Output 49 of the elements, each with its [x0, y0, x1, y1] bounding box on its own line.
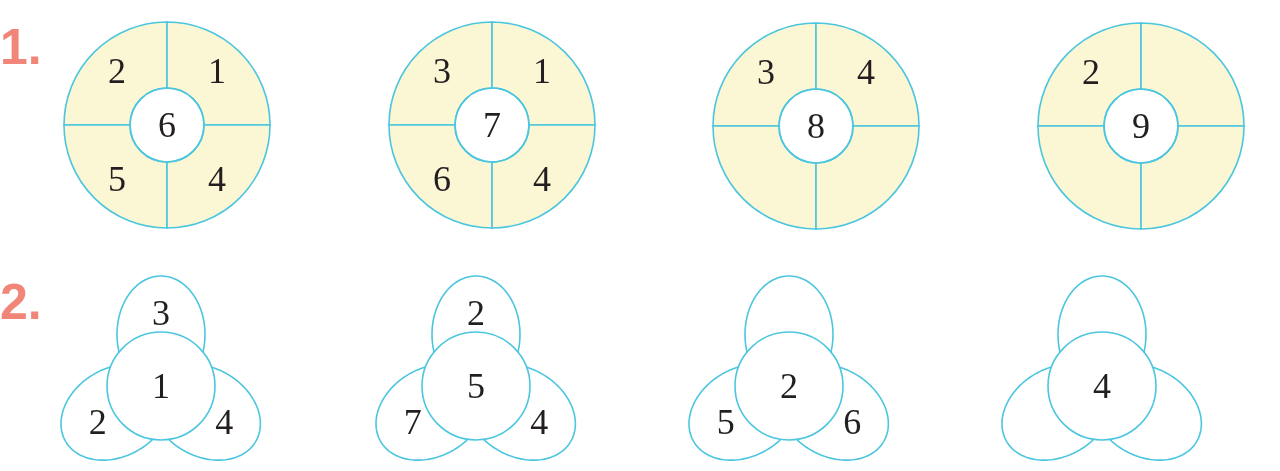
- petal-loop: [61, 366, 153, 460]
- number: 4: [208, 161, 226, 197]
- center-circle: [422, 332, 530, 440]
- number: 2: [780, 368, 798, 404]
- number: 5: [108, 161, 126, 197]
- petal-loop: [689, 366, 781, 460]
- petal-loop: [1058, 276, 1146, 352]
- problem-number: 2.: [0, 277, 42, 327]
- petal-loop: [797, 366, 889, 460]
- number: 6: [843, 404, 862, 441]
- petal-loop: [745, 276, 833, 352]
- center-circle: [735, 332, 843, 440]
- number: 5: [467, 368, 485, 404]
- center-circle: [130, 88, 204, 162]
- number: 2: [1082, 54, 1100, 90]
- center-circle: [455, 88, 529, 162]
- number: 4: [857, 54, 875, 90]
- number: 7: [483, 107, 501, 143]
- petal-loop: [1002, 366, 1094, 460]
- number: 1: [152, 368, 170, 404]
- number: 3: [152, 295, 170, 331]
- petal-loop: [432, 276, 520, 352]
- number: 9: [1132, 108, 1150, 144]
- petal-loop: [484, 366, 576, 460]
- number: 7: [403, 404, 422, 441]
- number: 1: [533, 53, 551, 89]
- center-circle: [779, 89, 853, 163]
- number: 3: [433, 53, 451, 89]
- number: 8: [807, 108, 825, 144]
- number: 6: [158, 107, 176, 143]
- problem-number: 1.: [0, 22, 42, 72]
- petal-loop: [1110, 366, 1202, 460]
- center-circle: [107, 332, 215, 440]
- number: 6: [433, 161, 451, 197]
- petal-loop: [169, 366, 261, 460]
- number: 2: [88, 404, 107, 441]
- number: 2: [467, 295, 485, 331]
- number: 4: [533, 161, 551, 197]
- center-circle: [1104, 89, 1178, 163]
- number: 5: [716, 404, 735, 441]
- number: 4: [215, 404, 234, 441]
- number: 1: [208, 53, 226, 89]
- number: 2: [108, 53, 126, 89]
- number: 3: [757, 54, 775, 90]
- petal-loop: [376, 366, 468, 460]
- center-circle: [1048, 332, 1156, 440]
- number: 4: [530, 404, 549, 441]
- number: 4: [1093, 368, 1111, 404]
- petal-loop: [117, 276, 205, 352]
